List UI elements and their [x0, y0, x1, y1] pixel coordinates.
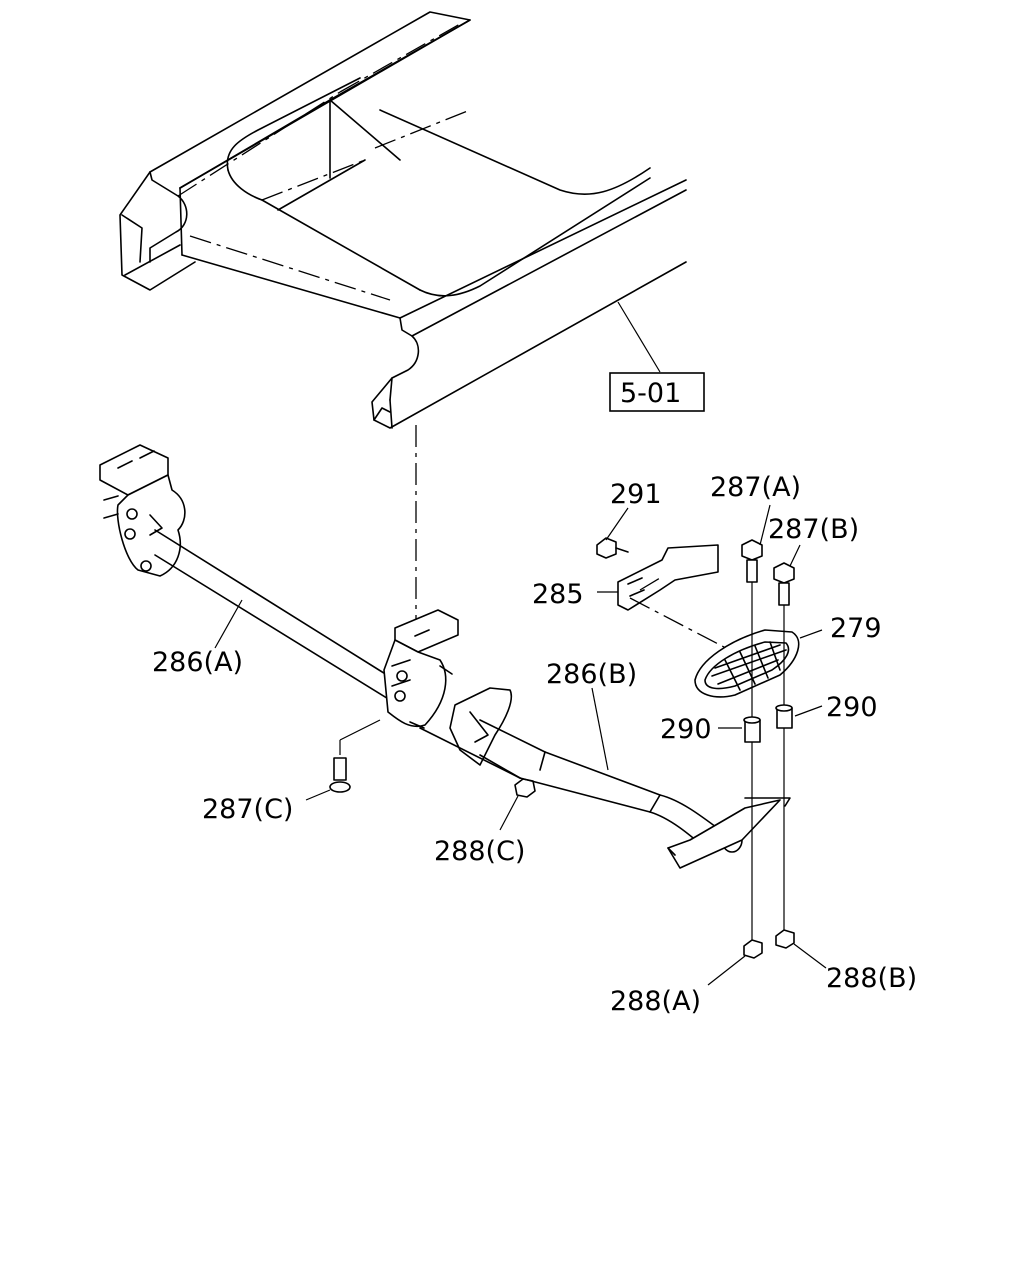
spacer-290-right	[775, 704, 823, 930]
spacer-290-left	[718, 716, 761, 940]
nut-288b	[775, 929, 827, 969]
leader-286a	[214, 599, 243, 649]
reference-box-label: 5-01	[620, 378, 681, 409]
label-287a: 287(A)	[710, 472, 801, 503]
label-288a: 288(A)	[610, 986, 701, 1017]
step-bar-286b	[419, 687, 791, 869]
bolt-287a	[741, 504, 771, 720]
label-279: 279	[830, 613, 882, 644]
bracket-285	[597, 544, 746, 659]
bolt-287b	[773, 544, 801, 706]
label-290-left: 290	[660, 714, 712, 745]
bolt-287c	[305, 719, 381, 801]
label-285: 285	[532, 579, 584, 610]
label-290-right: 290	[826, 692, 878, 723]
nut-288a	[707, 939, 763, 986]
label-288b: 288(B)	[826, 963, 917, 994]
bolt-291	[596, 507, 629, 559]
label-288c: 288(C)	[434, 836, 525, 867]
nut-288c	[499, 778, 536, 831]
reference-box-frame	[609, 372, 705, 412]
step-plate-279	[694, 629, 823, 698]
label-287b: 287(B)	[768, 514, 859, 545]
label-286b: 286(B)	[546, 659, 637, 690]
label-286a: 286(A)	[152, 647, 243, 678]
step-bar-286a	[99, 444, 459, 729]
label-287c: 287(C)	[202, 794, 293, 825]
chassis-frame	[119, 11, 687, 429]
leader-286b	[591, 687, 609, 771]
label-291: 291	[610, 479, 662, 510]
